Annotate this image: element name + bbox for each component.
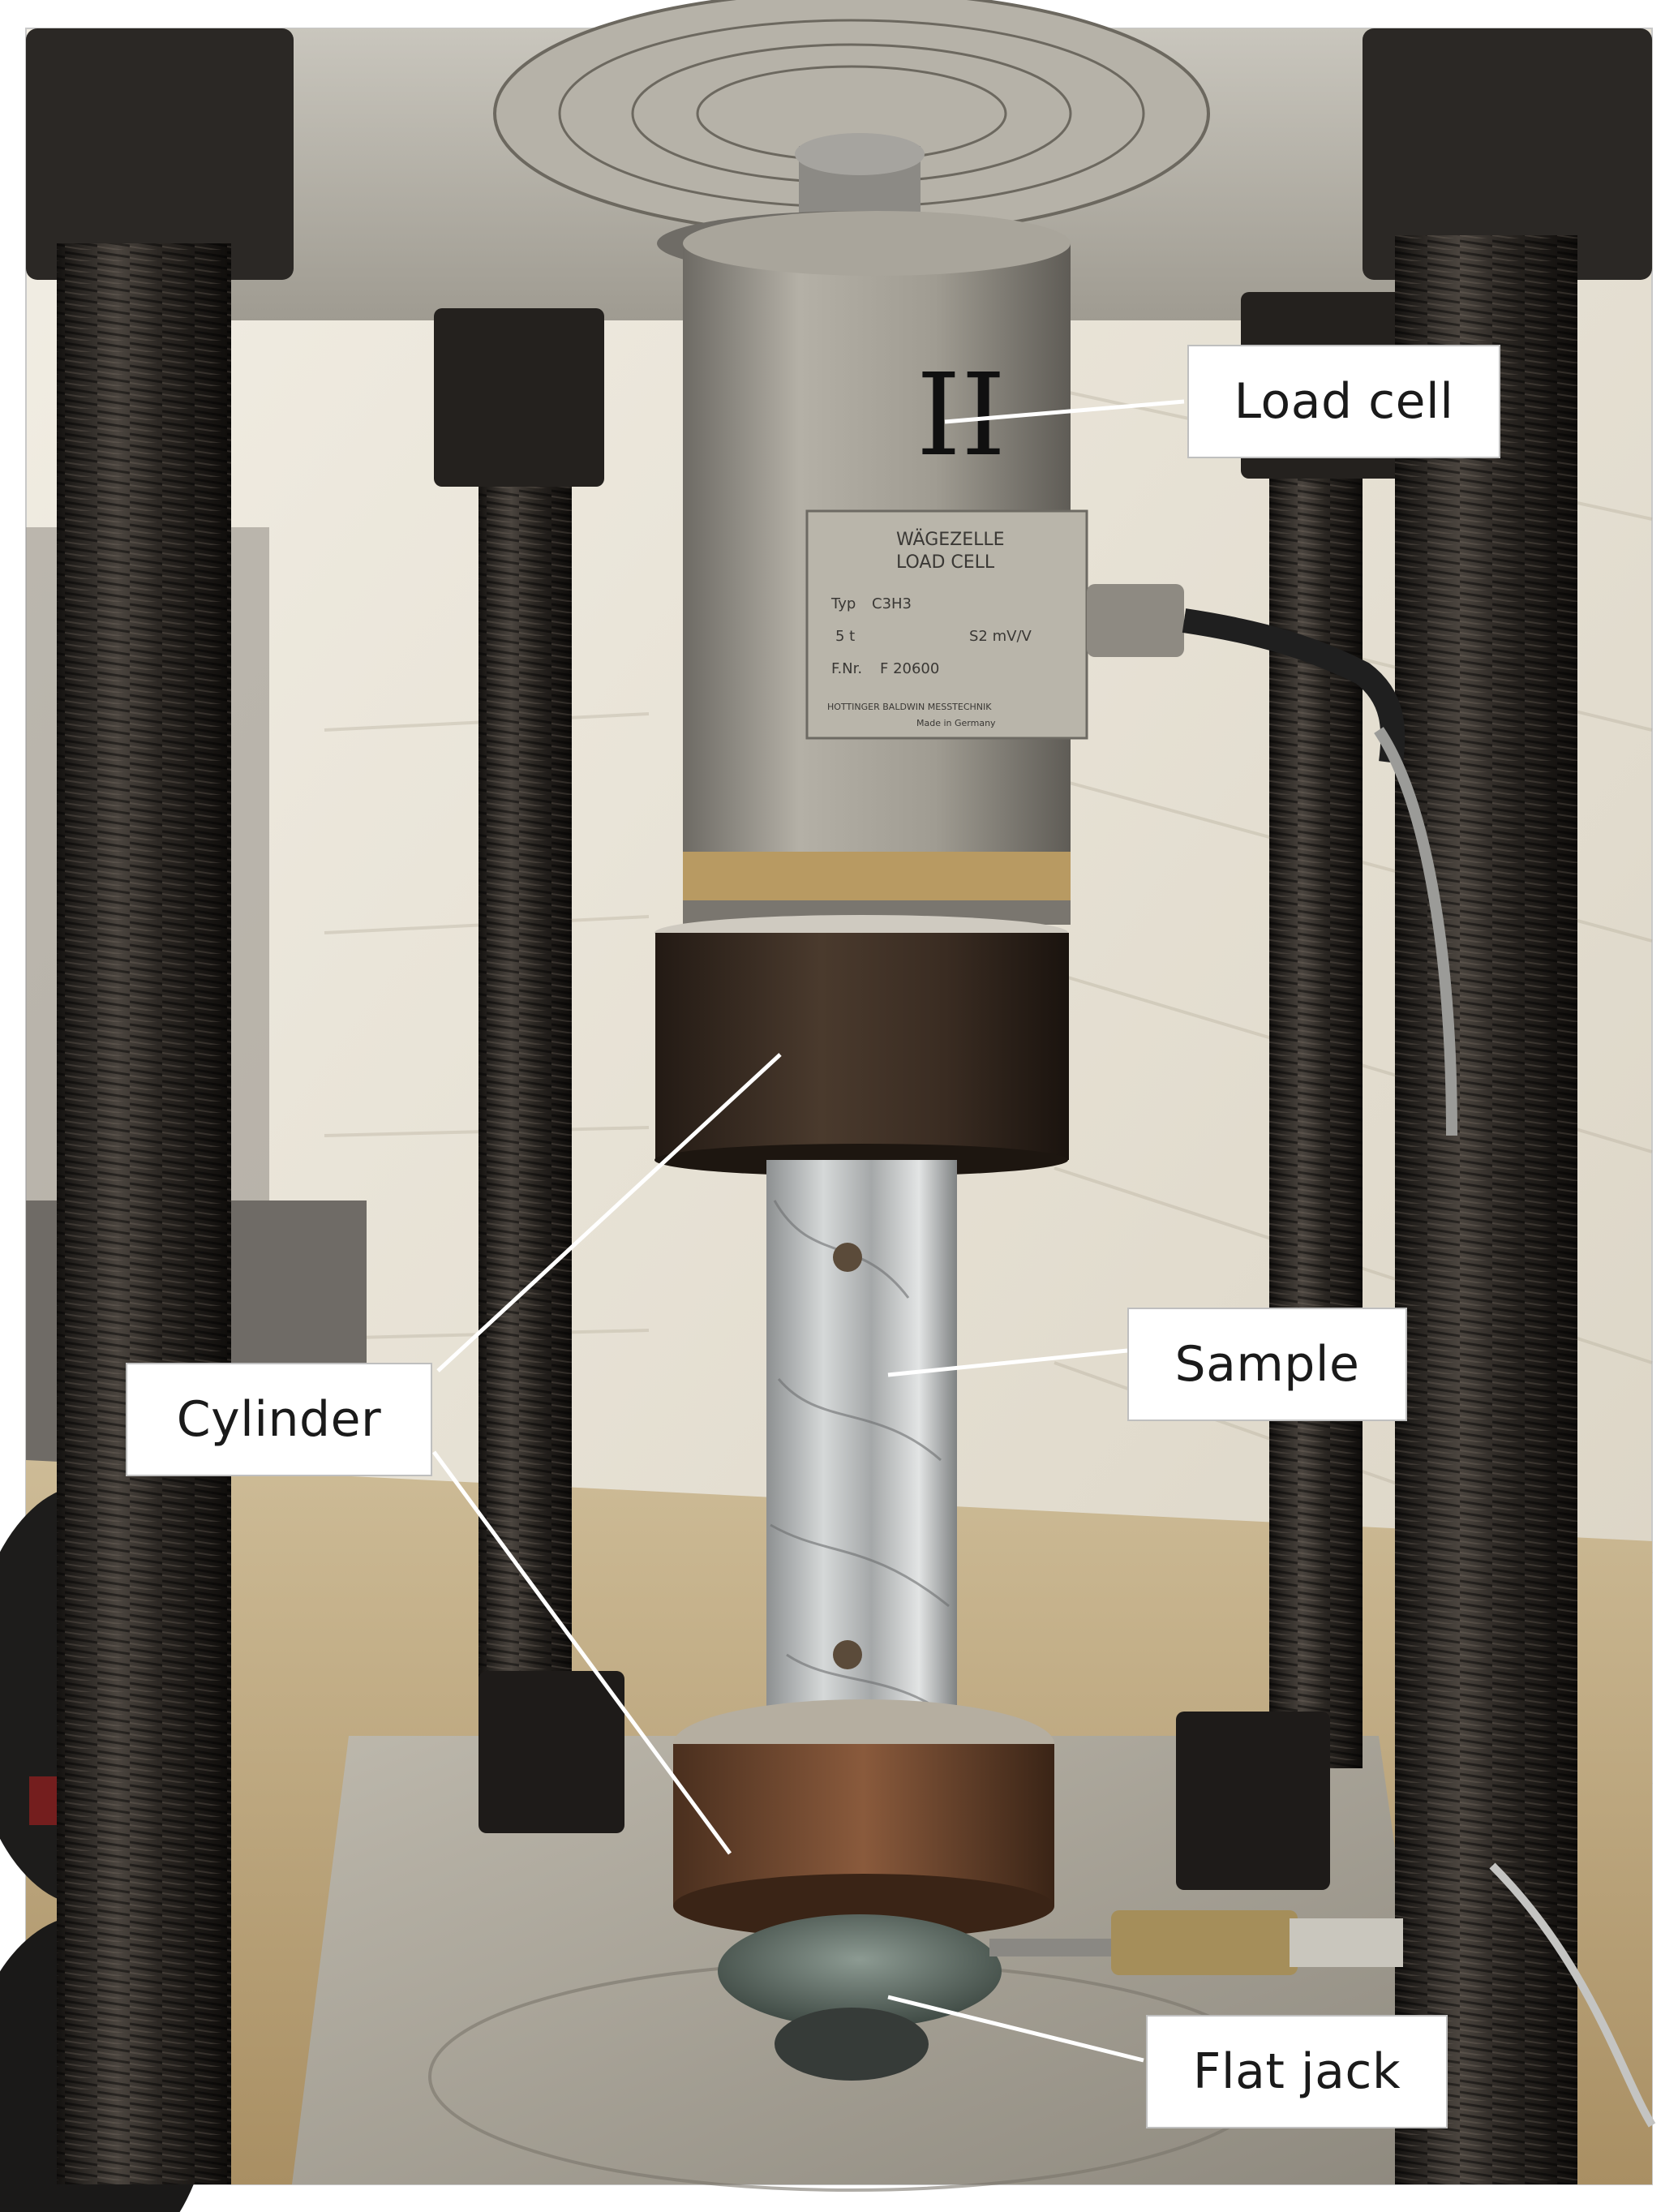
- plate-line2: LOAD CELL: [896, 552, 995, 573]
- plate-typ-value: C3H3: [872, 595, 912, 612]
- load-cell-nameplate: WÄGEZELLE LOAD CELL Typ C3H3 5 t S2 mV/V…: [805, 509, 1088, 740]
- plate-maker: HOTTINGER BALDWIN MESSTECHNIK: [827, 702, 992, 712]
- sample-label: Sample: [1127, 1308, 1407, 1421]
- leader-lines: [431, 399, 1185, 2063]
- flat-jack-label: Flat jack: [1146, 2015, 1448, 2128]
- plate-typ-label: Typ: [830, 595, 856, 612]
- plate-origin: Made in Germany: [916, 718, 996, 728]
- cylinder-label: Cylinder: [126, 1363, 432, 1476]
- plate-line1: WÄGEZELLE: [896, 529, 1005, 550]
- load-cell-label: Load cell: [1187, 345, 1500, 458]
- plate-cap-value: 5 t: [835, 628, 855, 645]
- load-cell-marker: II: [916, 350, 1006, 482]
- plate-serial-label: F.Nr.: [831, 660, 862, 677]
- plate-serial-value: F 20600: [880, 660, 939, 677]
- plate-sens-value: S2 mV/V: [969, 628, 1032, 645]
